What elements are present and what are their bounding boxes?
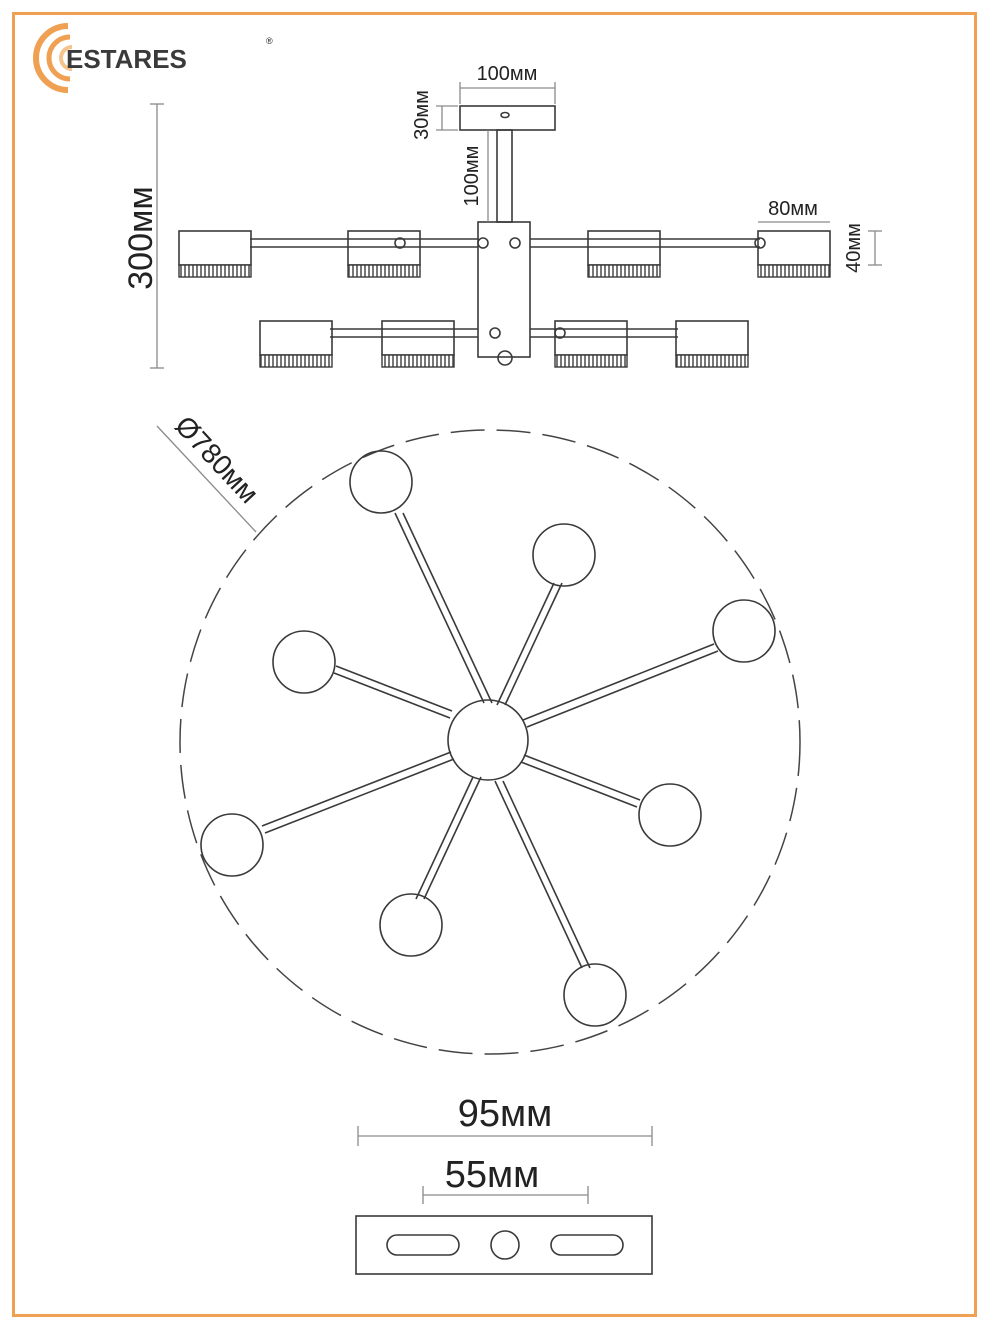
diameter-label: Ø780мм [169, 410, 265, 509]
dimension-shade-width: 80мм [758, 198, 830, 223]
total-height-label: 300мм [122, 186, 160, 289]
canopy-width-label: 100мм [477, 63, 538, 85]
central-body [477, 221, 531, 358]
shade [259, 320, 333, 368]
dimension-diameter: Ø780мм [156, 410, 265, 533]
top-shade [379, 893, 443, 957]
top-shade [349, 450, 413, 514]
dimension-canopy-width: 100мм [459, 63, 556, 104]
dimension-total-height: 300мм [122, 103, 164, 369]
diameter-outline [179, 429, 801, 1055]
center-hub [447, 699, 529, 781]
side-view: 100мм 30мм 100мм 300мм 80мм [122, 63, 882, 369]
logo-text: ESTARES [66, 44, 187, 74]
shade [587, 230, 661, 278]
canopy-screw [500, 111, 510, 119]
shade [757, 230, 831, 278]
shade-height-label: 40мм [843, 223, 865, 273]
mount-slot-left [386, 1234, 460, 1256]
top-shade [563, 963, 627, 1027]
dimension-rod-length: 100мм [461, 130, 489, 222]
canopy [459, 105, 556, 131]
shade [381, 320, 455, 368]
top-shade [712, 599, 776, 663]
rod [496, 129, 513, 223]
dimension-canopy-height: 30мм [411, 90, 458, 140]
shade [675, 320, 749, 368]
top-shade [200, 813, 264, 877]
top-shade [532, 523, 596, 587]
top-shade [272, 630, 336, 694]
arms [261, 512, 719, 969]
top-view: Ø780мм [156, 410, 801, 1055]
brand-logo: ESTARES ® [33, 23, 273, 93]
canopy-height-label: 30мм [411, 90, 433, 140]
registered-mark: ® [266, 36, 273, 46]
shade [178, 230, 252, 278]
mount-plate-view: 95мм 55мм [355, 1093, 653, 1275]
dimension-hole-spacing: 55мм [422, 1154, 589, 1204]
shade [554, 320, 628, 368]
shade [347, 230, 421, 278]
page-frame [12, 12, 977, 1317]
hole-spacing-label: 55мм [445, 1154, 540, 1196]
plate-width-label: 95мм [458, 1093, 553, 1135]
mount-slot-right [550, 1234, 624, 1256]
dimension-plate-width: 95мм [357, 1093, 653, 1146]
dimension-shade-height: 40мм [843, 223, 882, 273]
bottom-finial [497, 350, 513, 366]
rod-length-label: 100мм [461, 146, 483, 207]
shade-width-label: 80мм [768, 198, 818, 220]
top-shade [638, 783, 702, 847]
mount-center-hole [490, 1230, 520, 1260]
mount-plate [355, 1215, 653, 1275]
